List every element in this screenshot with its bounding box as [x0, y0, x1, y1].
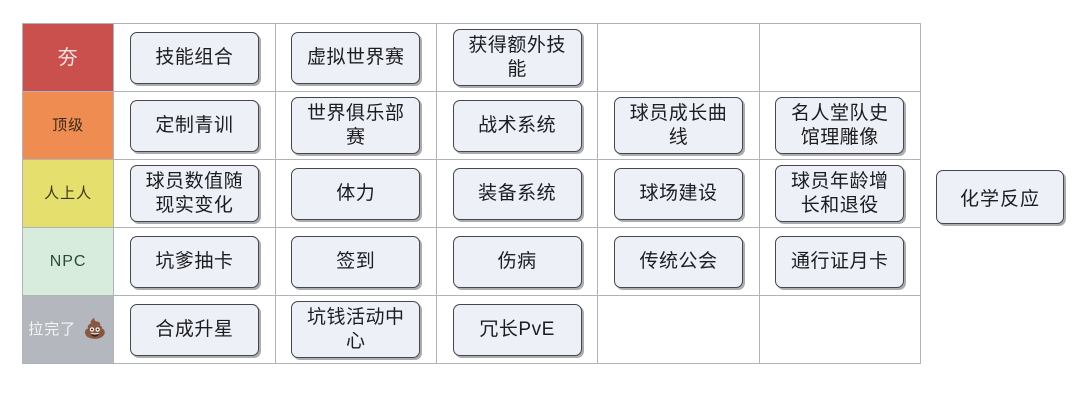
tier-rows-body: 夯 技能组合 虚拟世界赛 获得额外技能顶级 定制青训 世界俱乐部赛 战术系统 球员成长曲线 名人…	[21, 23, 922, 364]
tier-item-cell: 球员成长曲线	[597, 91, 760, 160]
tier-row: 顶级 定制青训 世界俱乐部赛 战术系统 球员成长曲线 名人堂队史馆理雕像	[21, 91, 922, 160]
tier-item-box[interactable]: 战术系统	[452, 99, 582, 152]
tier-item-label: 坑爹抽卡	[155, 250, 234, 272]
tier-label-text: 人上人	[44, 184, 93, 202]
tier-item-label: 球员年龄增长和退役	[791, 171, 889, 216]
tier-item-label: 体力	[336, 182, 376, 204]
tier-item-box[interactable]: 传统公会	[613, 235, 743, 288]
tier-item-cell: 球场建设	[597, 159, 760, 228]
tier-row: 拉完了 💩 合成升星 坑钱活动中心 冗长PvE	[21, 295, 922, 364]
standalone-item-box[interactable]: 化学反应	[936, 170, 1064, 224]
tier-item-cell: 技能组合	[113, 23, 276, 92]
tier-item-label: 技能组合	[155, 46, 234, 68]
tier-item-box[interactable]: 名人堂队史馆理雕像	[775, 97, 905, 154]
tier-item-label: 虚拟世界赛	[306, 46, 405, 68]
standalone-item-label: 化学反应	[959, 188, 1040, 210]
tier-item-cell: 定制青训	[113, 91, 276, 160]
tier-item-cell	[597, 23, 760, 92]
tier-item-label: 装备系统	[478, 182, 557, 204]
tier-item-cell: 球员数值随现实变化	[113, 159, 276, 228]
tier-label-cell-row-renshangren[interactable]: 人上人	[21, 159, 115, 228]
tier-item-label: 定制青训	[155, 114, 234, 136]
tier-item-label: 通行证月卡	[791, 250, 889, 272]
tier-item-box[interactable]: 技能组合	[129, 31, 259, 84]
tier-label-text: NPC	[49, 252, 87, 270]
tier-item-cell	[758, 23, 922, 92]
tier-item-label: 名人堂队史馆理雕像	[791, 103, 889, 148]
tier-item-box[interactable]: 坑爹抽卡	[129, 235, 259, 288]
tier-label-cell-row-dingji[interactable]: 顶级	[21, 91, 115, 160]
tier-item-cell: 通行证月卡	[758, 227, 922, 296]
tier-item-cell: 虚拟世界赛	[274, 23, 437, 92]
tier-item-box[interactable]: 获得额外技能	[452, 29, 582, 86]
tier-label-text: 夯	[57, 46, 79, 69]
tier-label-cell-row-lawanle[interactable]: 拉完了 💩	[21, 295, 115, 364]
tier-item-box[interactable]: 通行证月卡	[775, 235, 905, 288]
tier-row: 夯 技能组合 虚拟世界赛 获得额外技能	[21, 23, 922, 92]
tier-item-cell: 体力	[274, 159, 437, 228]
poop-icon: 💩	[83, 318, 108, 341]
tier-item-box[interactable]: 球场建设	[613, 167, 743, 220]
tier-item-cell: 伤病	[435, 227, 599, 296]
tier-list-table: 夯 技能组合 虚拟世界赛 获得额外技能顶级 定制青训 世界俱乐部赛 战术系统 球员成长曲线 名人…	[21, 23, 922, 364]
tier-item-label: 世界俱乐部赛	[306, 103, 405, 148]
tier-item-label: 传统公会	[639, 250, 718, 272]
tier-item-box[interactable]: 伤病	[452, 235, 582, 288]
tier-item-cell: 合成升星	[113, 295, 276, 364]
tier-item-cell: 坑爹抽卡	[113, 227, 276, 296]
tier-item-box[interactable]: 装备系统	[452, 167, 582, 220]
tier-item-label: 合成升星	[155, 318, 234, 340]
tier-label-cell-row-npc[interactable]: NPC	[21, 227, 115, 296]
tier-item-label: 战术系统	[478, 114, 557, 136]
tier-item-label: 冗长PvE	[479, 318, 555, 340]
tier-item-cell: 冗长PvE	[435, 295, 599, 364]
tier-item-box[interactable]: 球员年龄增长和退役	[775, 165, 905, 222]
tier-item-box[interactable]: 合成升星	[129, 303, 259, 356]
tier-label-text: 拉完了	[28, 320, 77, 338]
tier-item-cell: 装备系统	[435, 159, 599, 228]
tier-item-cell: 战术系统	[435, 91, 599, 160]
tier-item-box[interactable]: 冗长PvE	[452, 303, 582, 356]
tier-item-label: 球员成长曲线	[629, 103, 728, 148]
tier-item-label: 球场建设	[639, 182, 718, 204]
tier-item-label: 坑钱活动中心	[306, 307, 405, 352]
tier-item-box[interactable]: 体力	[291, 167, 421, 220]
tier-item-box[interactable]: 定制青训	[129, 99, 259, 152]
tier-item-cell: 签到	[274, 227, 437, 296]
tier-item-cell: 球员年龄增长和退役	[758, 159, 922, 228]
tier-item-cell: 传统公会	[597, 227, 760, 296]
tier-item-label: 获得额外技能	[468, 35, 566, 80]
tier-label-cell-row-hang[interactable]: 夯	[21, 23, 115, 92]
tier-item-box[interactable]: 球员数值随现实变化	[129, 165, 259, 222]
tier-item-box[interactable]: 签到	[291, 235, 421, 288]
tier-item-cell: 名人堂队史馆理雕像	[758, 91, 922, 160]
tier-item-cell: 坑钱活动中心	[274, 295, 437, 364]
tier-item-cell: 世界俱乐部赛	[274, 91, 437, 160]
tier-row: NPC 坑爹抽卡 签到 伤病 传统公会 通行证月卡	[21, 227, 922, 296]
tier-item-label: 伤病	[497, 250, 537, 272]
tier-item-box[interactable]: 世界俱乐部赛	[291, 97, 421, 154]
tier-item-box[interactable]: 球员成长曲线	[613, 97, 743, 154]
tier-item-box[interactable]: 虚拟世界赛	[291, 31, 421, 84]
tier-label-text: 顶级	[52, 116, 85, 134]
tier-item-cell: 获得额外技能	[435, 23, 599, 92]
tier-item-box[interactable]: 坑钱活动中心	[291, 301, 421, 358]
tier-item-label: 球员数值随现实变化	[145, 171, 244, 216]
tier-item-cell	[597, 295, 760, 364]
tier-item-cell	[758, 295, 922, 364]
tier-row: 人上人 球员数值随现实变化 体力 装备系统 球场建设 球员年龄增长和退役	[21, 159, 922, 228]
tier-item-label: 签到	[336, 250, 376, 272]
